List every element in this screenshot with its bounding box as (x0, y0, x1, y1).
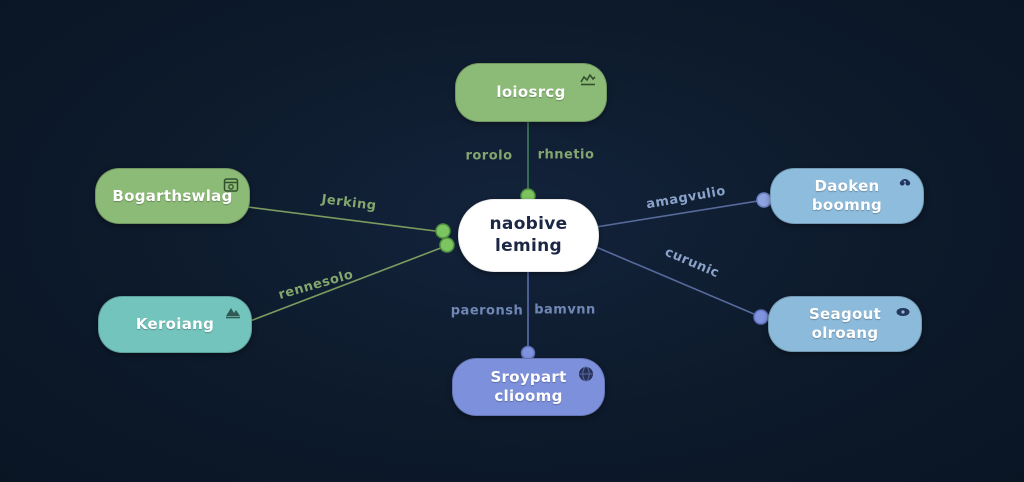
topic-node-right-bottom-label: Seagout olroang (808, 305, 882, 342)
edge-label-bottom-left: paeronsh (450, 303, 524, 319)
topic-node-right-bottom[interactable]: Seagout olroang (768, 296, 922, 352)
topic-node-right-top-label: Daoken boomng (811, 177, 883, 214)
mountain-icon (226, 308, 240, 319)
topic-node-left-bottom-label: Keroiang (135, 315, 215, 334)
dot-center-left-1 (435, 223, 451, 239)
chart-icon (580, 73, 596, 86)
globe-icon (579, 366, 593, 382)
topic-node-bottom-label: Sroypart clioomg (490, 368, 567, 405)
edge-left-bottom (249, 245, 447, 322)
dot-right-bottom (753, 309, 769, 325)
topic-node-left-top-label: Bogarthswlag (112, 186, 233, 205)
edge-label-top-right: rhnetio (537, 147, 595, 163)
dot-right-top (756, 192, 772, 208)
central-topic-node[interactable]: naobive leming (458, 199, 599, 272)
dot-center-left-2 (439, 237, 455, 253)
moon-icon (899, 179, 911, 186)
calendar-icon (223, 178, 239, 192)
topic-node-right-top[interactable]: Daoken boomng (770, 168, 924, 224)
topic-node-bottom[interactable]: Sroypart clioomg (452, 358, 605, 416)
topic-node-left-bottom[interactable]: Keroiang (98, 296, 252, 353)
central-topic-label: naobive leming (489, 214, 568, 256)
topic-node-top-label: loiosrcg (496, 83, 566, 102)
edge-label-top-left: rorolo (465, 148, 513, 164)
edge-right-bottom (595, 246, 762, 318)
edge-label-bottom-right: bamvnn (534, 302, 596, 318)
edge-right-top (595, 199, 765, 228)
topic-node-left-top[interactable]: Bogarthswlag (95, 168, 250, 224)
edge-left-top (247, 206, 444, 233)
topic-node-top[interactable]: loiosrcg (455, 63, 607, 122)
eye-icon (896, 308, 910, 316)
